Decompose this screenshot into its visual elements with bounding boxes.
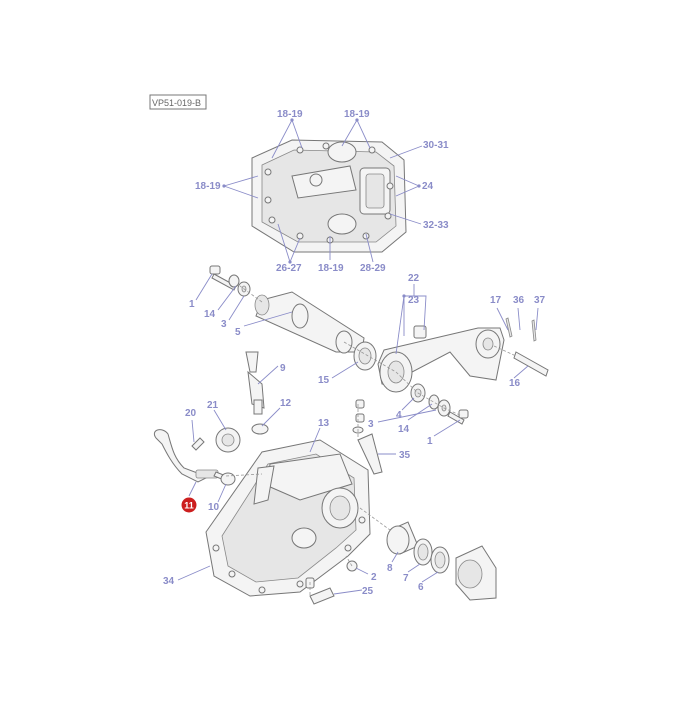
callout-4: 4 — [396, 410, 402, 421]
shaft-assembly — [254, 291, 377, 371]
highlighted-callout-11: 11 — [181, 497, 197, 513]
callout-17: 17 — [490, 295, 502, 306]
washer-set-right — [410, 383, 469, 425]
callout-18-19-a: 18-19 — [277, 109, 303, 120]
callout-15: 15 — [318, 375, 330, 386]
callout-28-29: 28-29 — [360, 263, 386, 274]
sensor-11-cable — [154, 429, 227, 483]
callout-22: 22 — [408, 273, 420, 284]
callout-5: 5 — [235, 327, 241, 338]
bushing-and-rings — [386, 521, 497, 601]
highlight-badge — [181, 497, 197, 513]
callout-14-upper: 14 — [204, 309, 216, 320]
callout-34: 34 — [163, 576, 175, 587]
callout-25: 25 — [362, 586, 374, 597]
callout-23: 23 — [408, 295, 420, 306]
callout-36: 36 — [513, 295, 525, 306]
callout-1-lower: 1 — [427, 436, 433, 447]
callout-24: 24 — [422, 181, 434, 192]
callout-9: 9 — [280, 363, 286, 374]
small-parts-left — [191, 423, 269, 486]
callout-30-31: 30-31 — [423, 140, 449, 151]
callout-6: 6 — [418, 582, 424, 593]
reference-code-label: VP51-019-B — [149, 94, 207, 110]
callout-10: 10 — [208, 502, 220, 513]
main-housing — [205, 439, 371, 597]
callout-26-27: 26-27 — [276, 263, 302, 274]
callout-18-19-b: 18-19 — [344, 109, 370, 120]
bolt-washer-upper — [209, 265, 251, 297]
callout-8: 8 — [387, 563, 393, 574]
callout-3-upper: 3 — [221, 319, 227, 330]
callout-21: 21 — [207, 400, 219, 411]
callout-1-upper: 1 — [189, 299, 195, 310]
lift-arm-assembly — [377, 317, 549, 393]
callout-14-lower: 14 — [398, 424, 410, 435]
leader-dots — [222, 118, 421, 298]
leader-lines — [177, 119, 539, 595]
callout-16: 16 — [509, 378, 521, 389]
callout-labels: 18-19 18-19 30-31 18-19 24 32-33 26-27 1… — [163, 109, 546, 597]
callout-7: 7 — [403, 573, 409, 584]
sensor-9 — [245, 351, 265, 415]
callout-37: 37 — [534, 295, 546, 306]
assembly-guide-lines — [225, 285, 517, 596]
callout-12: 12 — [280, 398, 292, 409]
callout-13: 13 — [318, 418, 330, 429]
callout-18-19-c: 18-19 — [195, 181, 221, 192]
callout-32-33: 32-33 — [423, 220, 449, 231]
callout-3-lower: 3 — [368, 419, 374, 430]
callout-18-19-d: 18-19 — [318, 263, 344, 274]
bracket-25 — [305, 577, 335, 605]
highlight-badge-label: 11 — [184, 501, 194, 511]
top-cover-plate — [251, 139, 407, 253]
callout-20: 20 — [185, 408, 197, 419]
reference-code: VP51-019-B — [152, 98, 201, 108]
callout-2: 2 — [371, 572, 377, 583]
callout-35: 35 — [399, 450, 411, 461]
